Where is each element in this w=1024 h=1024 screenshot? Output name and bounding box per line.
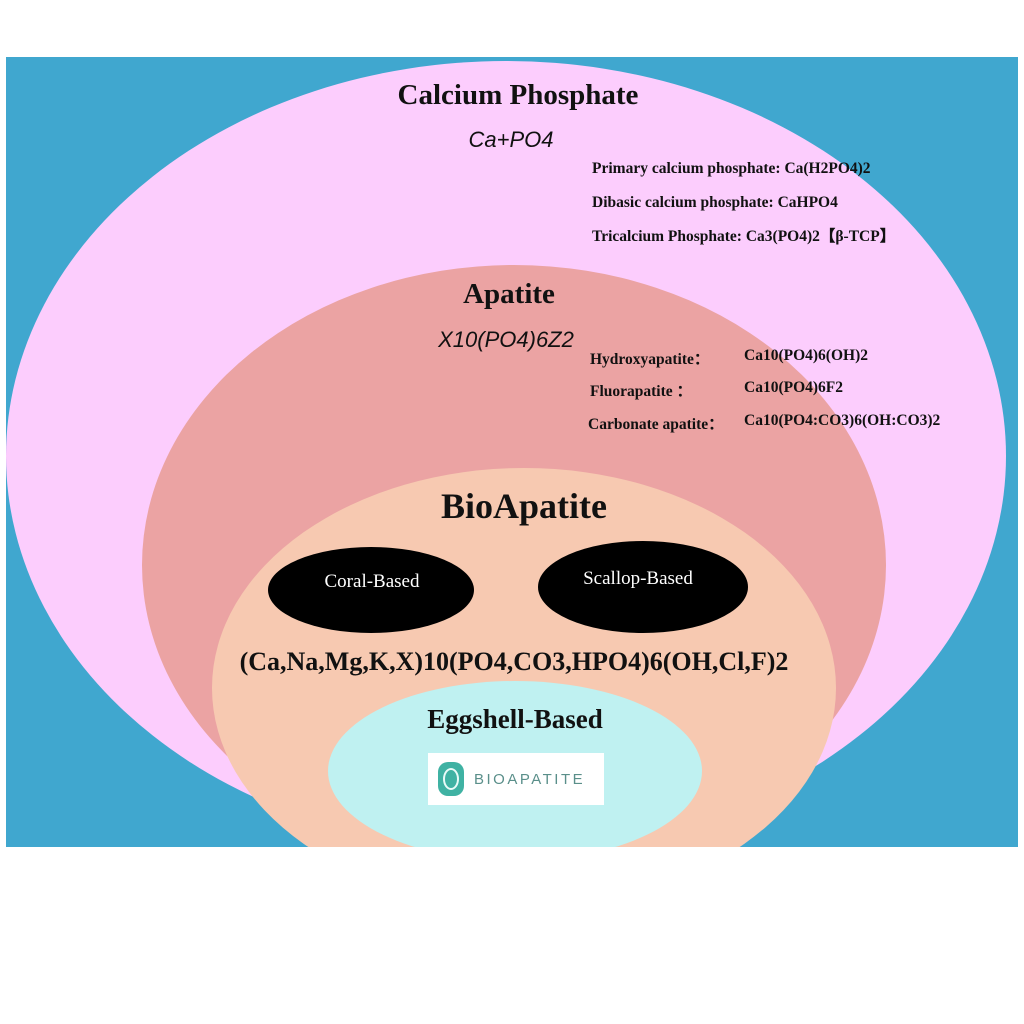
- coral-based-pill: [268, 547, 474, 633]
- calcium-phosphate-item-1: Primary calcium phosphate: Ca(H2PO4)2: [592, 160, 871, 177]
- diagram-panel: Calcium Phosphate Ca+PO4 Primary calcium…: [6, 57, 1018, 847]
- apatite-item-formula-3: Ca10(PO4:CO3)6(OH:CO3)2: [744, 412, 941, 429]
- leaf-icon: [438, 762, 464, 796]
- apatite-title: Apatite: [463, 278, 555, 310]
- apatite-formula: X10(PO4)6Z2: [438, 327, 574, 352]
- scallop-based-label: Scallop-Based: [583, 568, 693, 589]
- calcium-phosphate-title: Calcium Phosphate: [397, 79, 639, 111]
- logo-wordmark: BIOAPATITE: [474, 770, 586, 788]
- bioapatite-formula: (Ca,Na,Mg,K,X)10(PO4,CO3,HPO4)6(OH,Cl,F)…: [239, 647, 789, 676]
- apatite-item-name-1: Hydroxyapatite：: [590, 351, 710, 368]
- scallop-based-pill: [538, 541, 748, 633]
- calcium-phosphate-formula: Ca+PO4: [468, 127, 554, 152]
- apatite-item-formula-2: Ca10(PO4)6F2: [744, 379, 844, 396]
- apatite-item-name-3: Carbonate apatite：: [588, 416, 724, 433]
- bioapatite-title: BioApatite: [441, 486, 607, 526]
- apatite-item-formula-1: Ca10(PO4)6(OH)2: [744, 347, 868, 364]
- coral-based-label: Coral-Based: [324, 571, 420, 592]
- bioapatite-logo: BIOAPATITE: [428, 753, 604, 805]
- calcium-phosphate-item-2: Dibasic calcium phosphate: CaHPO4: [592, 194, 838, 211]
- apatite-item-name-2: Fluorapatite ：: [590, 383, 693, 400]
- calcium-phosphate-item-3: Tricalcium Phosphate: Ca3(PO4)2【β-TCP】: [592, 228, 896, 245]
- eggshell-title: Eggshell-Based: [427, 704, 603, 734]
